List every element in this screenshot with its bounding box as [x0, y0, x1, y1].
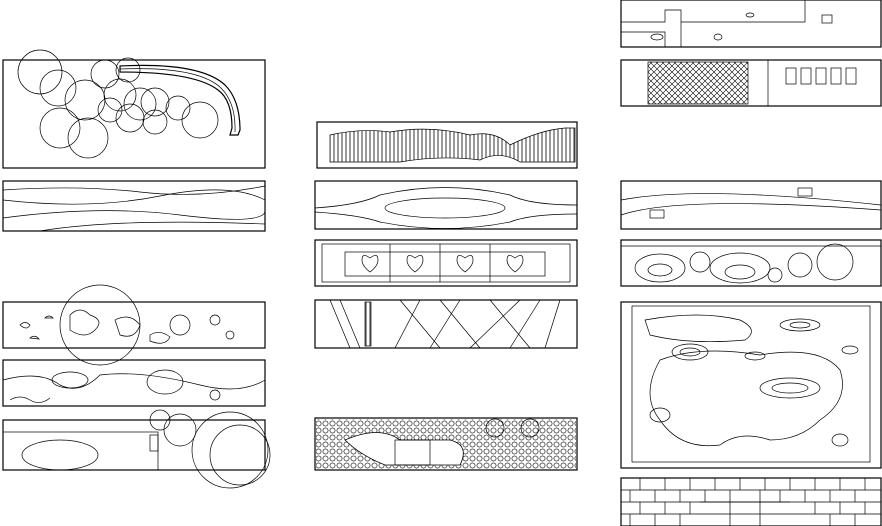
- panel-organic: [2, 284, 266, 366]
- panel-pools: [620, 239, 882, 287]
- panel-lens: [314, 180, 578, 230]
- panel-bricks: [620, 477, 882, 526]
- panel-hearts: [314, 239, 578, 287]
- panel-paths: [620, 0, 882, 48]
- panel-contours: [2, 180, 266, 232]
- panel-grid-building: [620, 59, 882, 107]
- panel-diagonals: [314, 299, 578, 349]
- panel-circles: [2, 49, 266, 169]
- panel-big-contours: [620, 301, 882, 469]
- panel-dotted: [314, 417, 578, 471]
- panel-road: [620, 180, 882, 230]
- panel-rect-circles: [2, 409, 271, 489]
- panel-organic-2: [2, 359, 266, 407]
- panel-hatched-wave: [316, 121, 578, 169]
